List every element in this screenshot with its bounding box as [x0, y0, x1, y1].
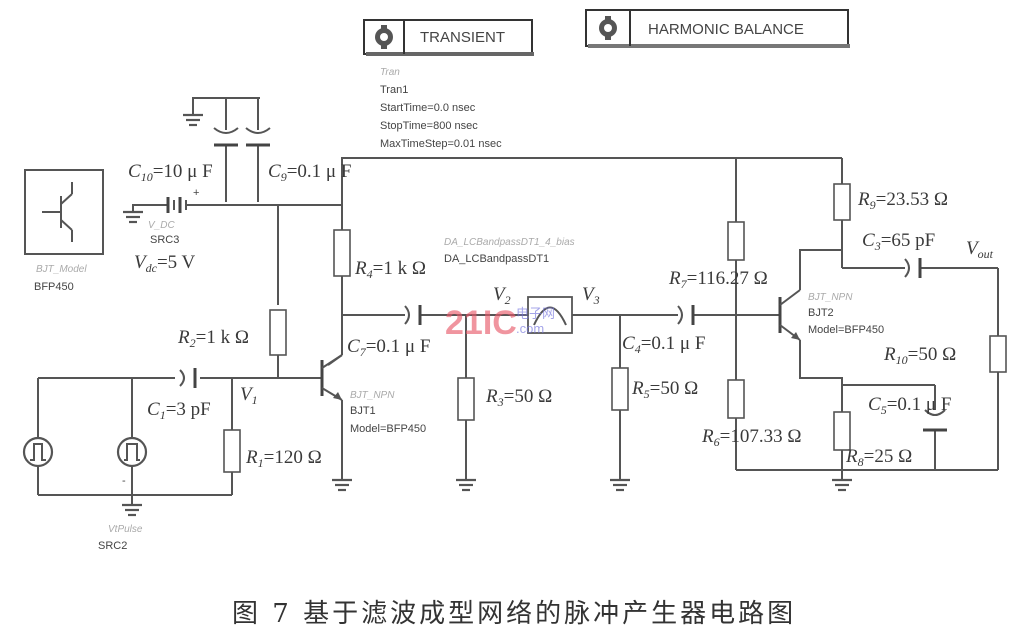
wires: [37, 97, 999, 505]
transient-param-step: MaxTimeStep=0.01 nsec: [380, 138, 502, 150]
resistor-R9[interactable]: [833, 183, 851, 221]
label-C1: C1=3 pF: [147, 399, 211, 422]
transistor-BJT2[interactable]: [770, 289, 801, 341]
label-V2: V2: [493, 284, 511, 307]
ground-icon: [832, 478, 852, 492]
filter-faint-label: DA_LCBandpassDT1_4_bias: [444, 237, 575, 248]
transistor-BJT1[interactable]: [315, 354, 343, 401]
resistor-R5[interactable]: [611, 367, 629, 411]
transient-controller[interactable]: TRANSIENT: [363, 19, 534, 56]
label-R5: R5=50 Ω: [631, 378, 698, 401]
label-C4: C4=0.1 μ F: [622, 333, 705, 356]
label-R3: R3=50 Ω: [485, 386, 552, 409]
ground-icon: [123, 210, 143, 224]
resistor-R2[interactable]: [269, 309, 287, 356]
capacitor-C9[interactable]: [245, 127, 271, 147]
pulse-source-1[interactable]: [22, 436, 54, 468]
plus-sign: +: [193, 187, 199, 199]
watermark-domain: .com: [516, 321, 544, 336]
label-Vdc: Vdc=5 V: [134, 252, 196, 275]
watermark-logo: 21IC 电子网 .com: [445, 304, 555, 342]
bandpass-filter-block[interactable]: [527, 296, 573, 334]
gear-icon: [599, 16, 617, 40]
model-name: BFP450: [34, 281, 74, 293]
dc-source-name: SRC3: [150, 234, 179, 246]
bjt2-name: BJT2: [808, 307, 834, 319]
capacitor-C10[interactable]: [213, 127, 239, 147]
label-C7: C7=0.1 μ F: [347, 336, 430, 359]
bjt1-faint-label: BJT_NPN: [350, 390, 395, 401]
label-V1: V1: [240, 384, 258, 407]
resistor-R8[interactable]: [833, 411, 851, 451]
ground-icon: [332, 478, 352, 492]
label-R9: R9=23.53 Ω: [857, 189, 948, 212]
label-R4: R4=1 k Ω: [354, 258, 426, 281]
bjt-model-box[interactable]: [24, 169, 104, 255]
resistor-R1[interactable]: [223, 429, 241, 473]
label-R1: R1=120 Ω: [245, 447, 322, 470]
capacitor-C3[interactable]: [904, 258, 922, 278]
label-C5: C5=0.1 μ F: [868, 394, 951, 417]
label-V3: V3: [582, 284, 600, 307]
resistor-R6[interactable]: [727, 379, 745, 419]
label-R2: R2=1 k Ω: [177, 327, 249, 350]
label-C3: C3=65 pF: [862, 230, 935, 253]
bjt2-faint-label: BJT_NPN: [808, 292, 853, 303]
capacitor-C4[interactable]: [677, 305, 695, 325]
bjt1-model: Model=BFP450: [350, 423, 426, 435]
transient-name: Tran1: [380, 84, 408, 96]
capacitor-C7[interactable]: [404, 305, 422, 325]
dc-source-SRC3[interactable]: +: [166, 187, 199, 213]
resistor-R4[interactable]: [333, 229, 351, 277]
pulse-source-SRC2[interactable]: -: [116, 436, 148, 487]
bjt2-model: Model=BFP450: [808, 324, 884, 336]
label-R10: R10=50 Ω: [883, 344, 956, 367]
transient-param-stop: StopTime=800 nsec: [380, 120, 478, 132]
label-R6: R6=107.33 Ω: [701, 426, 801, 449]
ground-icon: [122, 503, 142, 517]
resistor-R10[interactable]: [989, 335, 1007, 373]
watermark-cn: 电子网: [516, 306, 555, 321]
capacitor-C1[interactable]: [179, 368, 197, 388]
label-R8: R8=25 Ω: [845, 446, 912, 469]
harmonic-balance-title: HARMONIC BALANCE: [648, 21, 804, 38]
label-Vout: Vout: [966, 238, 994, 261]
resistor-R3[interactable]: [457, 377, 475, 421]
label-R7: R7=116.27 Ω: [668, 268, 768, 291]
gear-icon: [375, 25, 393, 49]
transient-type: Tran: [380, 67, 400, 78]
dc-source-faint-label: V_DC: [148, 220, 175, 231]
bjt1-name: BJT1: [350, 405, 376, 417]
transient-param-start: StartTime=0.0 nsec: [380, 102, 476, 114]
harmonic-balance-controller[interactable]: HARMONIC BALANCE: [585, 9, 850, 48]
ground-icon: [183, 113, 203, 127]
ground-icon: [456, 478, 476, 492]
resistor-R7[interactable]: [727, 221, 745, 261]
transient-title: TRANSIENT: [420, 29, 505, 46]
pulse-source-faint-label: VtPulse: [108, 524, 143, 535]
minus-sign: -: [122, 475, 126, 487]
watermark-main: 21IC: [445, 304, 517, 342]
transistor-icon: [42, 182, 73, 242]
filter-name: DA_LCBandpassDT1: [444, 253, 549, 265]
label-C10: C10=10 μ F: [128, 161, 213, 184]
ground-icon: [610, 478, 630, 492]
label-C9: C9=0.1 μ F: [268, 161, 351, 184]
figure-caption: 图 7 基于滤波成型网络的脉冲产生器电路图: [232, 599, 796, 629]
capacitor-C5[interactable]: [923, 409, 947, 432]
model-faint-label: BJT_Model: [36, 264, 87, 275]
pulse-source-name: SRC2: [98, 540, 127, 552]
